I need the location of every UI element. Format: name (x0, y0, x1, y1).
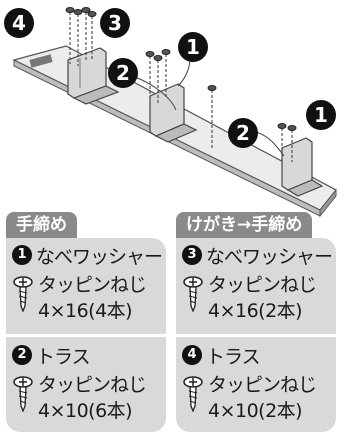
divider (176, 334, 336, 337)
item-type: タッピンねじ (208, 274, 317, 296)
parts-item-1: 1 なべワッシャー タッピンねじ 4×16(4本) (12, 242, 166, 322)
marker-3: 3 (100, 8, 130, 38)
item-number: 1 (12, 245, 32, 265)
assembly-illustration (12, 7, 337, 218)
marker-1-top: 1 (178, 32, 208, 62)
item-number: 3 (182, 245, 202, 265)
item-spec: 4×10(2本) (208, 400, 303, 422)
item-type: タッピンねじ (38, 274, 147, 296)
item-name: トラス (36, 345, 91, 368)
screw-icon (183, 276, 203, 312)
divider (6, 334, 166, 337)
marker-2-right: 2 (228, 118, 258, 148)
panel-mark-then-tighten: けがき→手締め 3 なべワッシャー タッピンねじ 4×16(2本) 4 トラス (176, 200, 336, 432)
item-name: なべワッシャー (206, 245, 333, 268)
marker-1-right: 1 (306, 100, 336, 130)
screw-icon (13, 376, 33, 412)
parts-item-3: 3 なべワッシャー タッピンねじ 4×16(2本) (182, 242, 336, 322)
item-number: 4 (182, 345, 202, 365)
item-type: タッピンねじ (208, 374, 317, 396)
panel-title: 手締め (6, 212, 77, 238)
screw-icon (183, 376, 203, 412)
bracket-right (281, 137, 324, 197)
item-name: なべワッシャー (36, 245, 163, 268)
screw-icon (13, 276, 33, 312)
item-name: トラス (206, 345, 261, 368)
panel-hand-tighten: 手締め 1 なべワッシャー タッピンねじ 4×16(4本) 2 トラス (6, 200, 166, 432)
marker-4: 4 (4, 8, 34, 38)
item-type: タッピンねじ (38, 374, 147, 396)
item-spec: 4×16(2本) (208, 300, 303, 322)
screws (65, 7, 297, 131)
panel-body: 1 なべワッシャー タッピンねじ 4×16(4本) 2 トラス (6, 238, 166, 432)
marker-2-mid: 2 (108, 58, 138, 88)
item-spec: 4×10(6本) (38, 400, 133, 422)
panel-body: 3 なべワッシャー タッピンねじ 4×16(2本) 4 トラス (176, 238, 336, 432)
item-spec: 4×16(4本) (38, 300, 133, 322)
parts-item-2: 2 トラス タッピンねじ 4×10(6本) (12, 342, 166, 422)
screw-guides (69, 12, 293, 162)
panel-title: けがき→手締め (176, 212, 313, 238)
parts-item-4: 4 トラス タッピンねじ 4×10(2本) (182, 342, 336, 422)
item-number: 2 (12, 345, 32, 365)
